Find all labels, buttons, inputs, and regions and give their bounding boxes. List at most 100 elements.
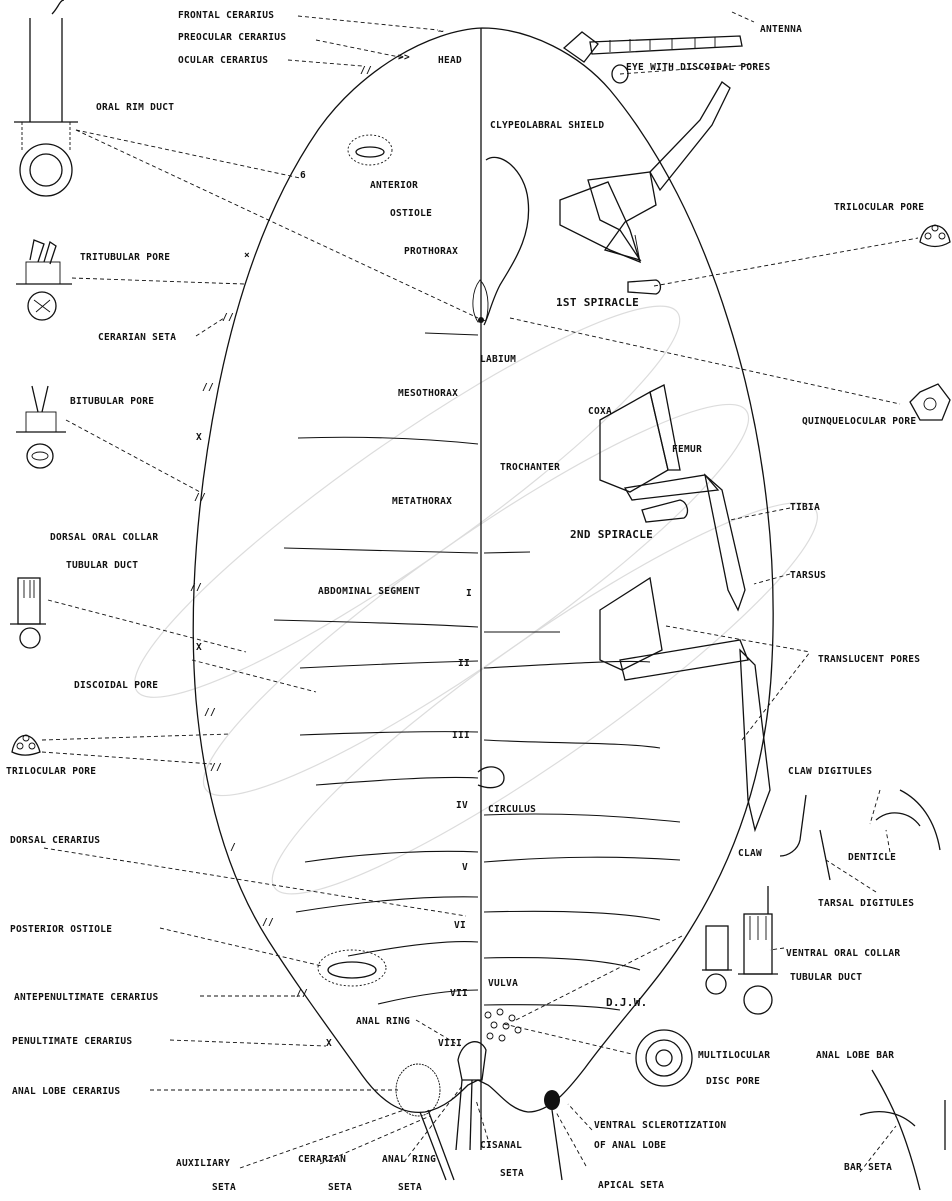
- tritubular-pore-icon: [16, 240, 72, 320]
- cisanal-label-1: CISANAL: [480, 1140, 522, 1151]
- mesothorax-label: MESOTHORAX: [398, 388, 458, 399]
- antenna-label: ANTENNA: [760, 24, 802, 35]
- segment-v-label: V: [462, 862, 468, 873]
- dorsal-oral-collar-icon: [10, 578, 46, 648]
- second-spiracle-label: 2ND SPIRACLE: [570, 528, 653, 541]
- femur-label: FEMUR: [672, 444, 702, 455]
- clypeolabral-shield-label: CLYPEOLABRAL SHIELD: [490, 120, 604, 131]
- oral-rim-duct-icon: [14, 0, 78, 196]
- abdominal-segment-label: ABDOMINAL SEGMENT: [318, 586, 420, 597]
- ventral-sclerotization-label-2: OF ANAL LOBE: [594, 1140, 666, 1151]
- coxa-label: COXA: [588, 406, 612, 417]
- svg-text:×: ×: [244, 250, 250, 261]
- hind-leg-icon: [600, 578, 770, 830]
- svg-text:X: X: [326, 1038, 332, 1049]
- segment-iii-label: III: [452, 730, 470, 741]
- trilocular-pore-right-label: TRILOCULAR PORE: [834, 202, 924, 213]
- translucent-pores-label: TRANSLUCENT PORES: [818, 654, 920, 665]
- leader-lines: [42, 12, 918, 1172]
- segment-i-label: I: [466, 588, 472, 599]
- antepenultimate-cerarius-label: ANTEPENULTIMATE CERARIUS: [14, 992, 158, 1003]
- tarsal-digitules-label: TARSAL DIGITULES: [818, 898, 914, 909]
- vulva-label: VULVA: [488, 978, 518, 989]
- trilocular-pore-left-label: TRILOCULAR PORE: [6, 766, 96, 777]
- svg-text:6: 6: [300, 170, 306, 181]
- bitubular-pore-icon: [16, 386, 66, 468]
- ventral-oral-collar-label-1: VENTRAL ORAL COLLAR: [786, 948, 900, 959]
- penultimate-cerarius-label: PENULTIMATE CERARIUS: [12, 1036, 132, 1047]
- svg-text://: //: [360, 65, 372, 76]
- bar-seta-label: BAR SETA: [844, 1162, 892, 1173]
- anterior-label: ANTERIOR: [370, 180, 418, 191]
- claw-digitules-label: CLAW DIGITULES: [788, 766, 872, 777]
- djw-label: D.J.W.: [606, 996, 648, 1009]
- segment-vii-label: VII: [450, 988, 468, 999]
- body-outline: [193, 28, 773, 1150]
- segment-viii-label: VIII: [438, 1038, 462, 1049]
- dorsal-oral-collar-label-1: DORSAL ORAL COLLAR: [50, 532, 158, 543]
- tibia-label: TIBIA: [790, 502, 820, 513]
- segment-ii-label: II: [458, 658, 470, 669]
- posterior-ostiole-label: POSTERIOR OSTIOLE: [10, 924, 112, 935]
- segment-iv-label: IV: [456, 800, 468, 811]
- apical-seta-label: APICAL SETA: [598, 1180, 664, 1191]
- auxiliary-label-2: SETA: [212, 1182, 236, 1193]
- ventral-oral-collar-icon: [702, 886, 778, 1014]
- preocular-cerarius-label: PREOCULAR CERARIUS: [178, 32, 286, 43]
- bitubular-pore-label: BITUBULAR PORE: [70, 396, 154, 407]
- eye-label: EYE WITH DISCOIDAL PORES: [626, 62, 770, 73]
- svg-text://: //: [194, 492, 206, 503]
- denticle-label: DENTICLE: [848, 852, 896, 863]
- oral-rim-duct-label: ORAL RIM DUCT: [96, 102, 174, 113]
- svg-text://: //: [262, 917, 274, 928]
- vulva-pores: [485, 1009, 521, 1041]
- metathorax-label: METATHORAX: [392, 496, 452, 507]
- labium-tip: [478, 317, 484, 323]
- first-spiracle-label: 1ST SPIRACLE: [556, 296, 639, 309]
- anal-ring-seta-label-1: ANAL RING: [382, 1154, 436, 1165]
- antenna-icon: [564, 32, 742, 62]
- svg-text:X: X: [196, 642, 202, 653]
- circulus-icon: [478, 767, 504, 788]
- anterior-ostiole-icon: [348, 135, 392, 165]
- multilocular-label-2: DISC PORE: [706, 1076, 760, 1087]
- multilocular-disc-pore-icon: [636, 1030, 692, 1086]
- ventral-oral-collar-label-2: TUBULAR DUCT: [790, 972, 862, 983]
- discoidal-pore-label: DISCOIDAL PORE: [74, 680, 158, 691]
- anal-lobe-bar-label: ANAL LOBE BAR: [816, 1050, 894, 1061]
- anal-lobe-cerarius-label: ANAL LOBE CERARIUS: [12, 1086, 120, 1097]
- cerarian-seta-label-1: CERARIAN: [298, 1154, 346, 1165]
- head-label: HEAD: [438, 55, 462, 66]
- prothorax-label: PROTHORAX: [404, 246, 458, 257]
- svg-text://: //: [222, 312, 234, 323]
- quinquelocular-pore-label: QUINQUELOCULAR PORE: [802, 416, 916, 427]
- quinquelocular-pore-icon: [910, 384, 950, 420]
- dorsal-oral-collar-label-2: TUBULAR DUCT: [66, 560, 138, 571]
- svg-text:~: ~: [438, 26, 444, 37]
- trochanter-label: TROCHANTER: [500, 462, 560, 473]
- tritubular-pore-label: TRITUBULAR PORE: [80, 252, 170, 263]
- dorsal-cerarius-label: DORSAL CERARIUS: [10, 835, 100, 846]
- foreleg-icon: [560, 82, 730, 262]
- anal-ring-seta-label-2: SETA: [398, 1182, 422, 1193]
- labium-label: LABIUM: [480, 354, 516, 365]
- multilocular-label-1: MULTILOCULAR: [698, 1050, 770, 1061]
- frontal-cerarius-label: FRONTAL CERARIUS: [178, 10, 274, 21]
- ocular-cerarius-label: OCULAR CERARIUS: [178, 55, 268, 66]
- first-spiracle-icon: [628, 280, 661, 294]
- circulus-label: CIRCULUS: [488, 804, 536, 815]
- cerarian-seta-left-label: CERARIAN SETA: [98, 332, 176, 343]
- svg-text:X: X: [196, 432, 202, 443]
- trilocular-pore-right-icon: [920, 225, 950, 247]
- svg-text://: //: [202, 382, 214, 393]
- svg-text://: //: [204, 707, 216, 718]
- cerarian-seta-label-2: SETA: [328, 1182, 352, 1193]
- claw-label: CLAW: [738, 848, 762, 859]
- tarsus-label: TARSUS: [790, 570, 826, 581]
- trilocular-pore-left-icon: [12, 735, 40, 755]
- svg-text://: //: [190, 582, 202, 593]
- svg-text://: //: [296, 988, 308, 999]
- segment-vi-label: VI: [454, 920, 466, 931]
- ventral-sclerotization-label-1: VENTRAL SCLEROTIZATION: [594, 1120, 726, 1131]
